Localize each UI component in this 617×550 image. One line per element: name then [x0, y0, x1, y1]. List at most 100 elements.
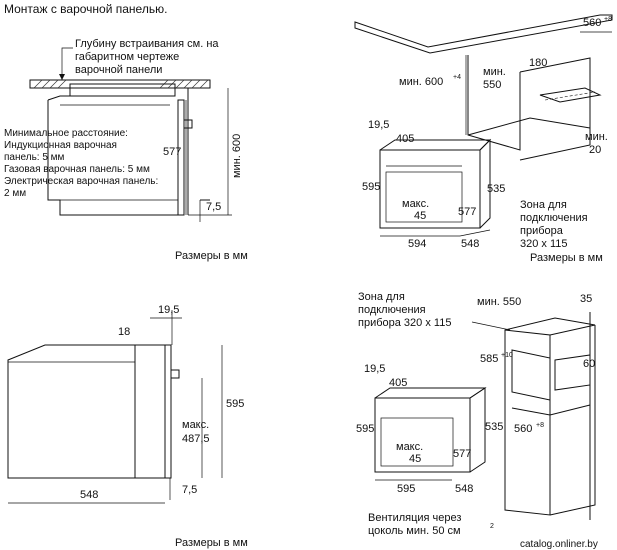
worktop — [29, 79, 211, 89]
niche-back-wall — [519, 57, 591, 161]
tr-dim-577: 577 — [458, 206, 476, 218]
top-left-panel: Монтаж с варочной панелью. Глубину встра… — [4, 2, 248, 262]
br-oven-door-window — [380, 417, 454, 467]
tr-zone-1: Зона для — [520, 199, 567, 211]
dim-577-label: 577 — [163, 146, 181, 158]
dim-7-5-label: 7,5 — [206, 201, 221, 213]
bl-dim-18: 18 — [118, 326, 130, 338]
hob-underside — [47, 95, 175, 101]
depth-note-line3: варочной панели — [75, 64, 162, 76]
br-dim-548: 548 — [455, 483, 473, 495]
tr-dim-594: 594 — [408, 238, 426, 250]
connection-zone — [539, 87, 602, 103]
bl-oven-body — [7, 344, 136, 479]
min-distance-line3: панель: 5 мм — [4, 152, 65, 163]
depth-note-line1: Глубину встраивания см. на — [75, 38, 219, 50]
br-dim-560-sup: +8 — [536, 422, 544, 429]
tr-dim-min550-a: мин. — [483, 66, 506, 78]
br-dim-585: 585 — [480, 353, 498, 365]
tr-dim-560-sup: +8 — [604, 16, 612, 23]
bottom-left-panel: 19,5 18 595 макс. 487,5 548 7,5 Размеры … — [7, 304, 248, 549]
br-zone-3: прибора 320 x 115 — [358, 317, 451, 329]
br-tall-cabinet-right — [549, 325, 596, 516]
br-shelf — [511, 404, 591, 416]
br-tall-cabinet-top — [504, 317, 596, 336]
bl-dim-19-5: 19,5 — [158, 304, 179, 316]
tr-dim-19-5: 19,5 — [368, 119, 389, 131]
bl-dim-max-a: макс. — [182, 419, 209, 431]
tr-dim-max45-a: макс. — [402, 198, 429, 210]
tr-dim-max45-b: 45 — [414, 210, 426, 222]
br-dim-19-5: 19,5 — [364, 363, 385, 375]
br-niche — [511, 349, 551, 401]
br-dim-max45-b: 45 — [409, 453, 421, 465]
bl-dim-max-b: 487,5 — [182, 433, 210, 445]
dim-min600-label: мин. 600 — [231, 134, 243, 178]
br-dim-595: 595 — [356, 423, 374, 435]
br-dim-585-sup: +10 — [501, 352, 513, 359]
zone-dashed — [544, 91, 596, 101]
tr-zone-4: 320 x 115 — [520, 238, 568, 250]
bl-dim-7-5: 7,5 — [182, 484, 197, 496]
tr-dim-535: 535 — [487, 183, 505, 195]
br-oven-side — [469, 387, 486, 473]
min-distance-line1: Минимальное расстояние: — [4, 128, 128, 139]
br-oven-top — [374, 387, 487, 399]
br-zone-2: подключения — [358, 304, 426, 316]
br-vent-1: Вентиляция через — [368, 512, 461, 524]
worktop-hatch — [33, 79, 209, 89]
tr-oven-front — [379, 149, 481, 229]
br-zone-1: Зона для — [358, 291, 405, 303]
bl-dim-595: 595 — [226, 398, 244, 410]
br-dim-577: 577 — [453, 448, 471, 460]
min-distance-line5: Электрическая варочная панель: — [4, 176, 158, 187]
min-distance-line2: Индукционная варочная — [4, 140, 117, 151]
tr-dim-min600: мин. 600 — [399, 76, 443, 88]
bl-dim-548: 548 — [80, 489, 98, 501]
tr-dim-180: 180 — [529, 57, 547, 69]
bl-units: Размеры в мм — [175, 537, 248, 549]
br-dim-535: 535 — [485, 421, 503, 433]
niche-floor — [467, 117, 591, 136]
br-dim-595b: 595 — [397, 483, 415, 495]
tr-dim-405: 405 — [396, 133, 414, 145]
br-dim-max45-a: макс. — [396, 441, 423, 453]
worktop-perspective — [354, 14, 613, 54]
top-left-units: Размеры в мм — [175, 250, 248, 262]
br-dim-min550: мин. 550 — [477, 296, 521, 308]
hob-body — [69, 83, 176, 97]
tr-oven-side — [479, 138, 491, 229]
top-right-panel: 560 +8 мин. 600 +4 мин. 550 180 мин. 20 … — [354, 14, 613, 264]
bl-oven-handle — [170, 369, 180, 379]
min-distance-line6: 2 мм — [4, 188, 26, 199]
br-vent-2: цоколь мин. 50 см — [368, 525, 461, 537]
tr-dim-min20-a: мин. — [585, 131, 608, 143]
depth-arrow — [59, 74, 65, 80]
tr-dim-560: 560 — [583, 17, 601, 29]
br-dim-60: 60 — [583, 358, 595, 370]
br-dim-560: 560 — [514, 423, 532, 435]
oven-body-side — [47, 100, 179, 216]
depth-leader — [61, 47, 73, 80]
tr-units: Размеры в мм — [530, 252, 603, 264]
br-zone-leader — [471, 321, 511, 331]
oven-door — [177, 99, 185, 216]
tr-zone-2: подключения — [520, 212, 588, 224]
depth-note-line2: габаритном чертеже — [75, 51, 179, 63]
bl-oven-door — [164, 344, 172, 479]
watermark: catalog.onliner.by — [520, 539, 598, 550]
tr-dim-548-line — [459, 229, 491, 237]
br-dim-405: 405 — [389, 377, 407, 389]
br-oven-front — [374, 397, 471, 473]
min-distance-line4: Газовая варочная панель: 5 мм — [4, 164, 150, 175]
br-vent-sup: 2 — [490, 523, 494, 530]
niche-left-wall — [467, 55, 521, 151]
tr-dim-min20-b: 20 — [589, 144, 601, 156]
tr-dim-min600-sup: +4 — [453, 74, 461, 81]
tr-dim-min550-b: 550 — [483, 79, 501, 91]
tr-dim-595: 595 — [362, 181, 380, 193]
tr-zone-3: прибора — [520, 225, 564, 237]
tr-dim-548: 548 — [461, 238, 479, 250]
